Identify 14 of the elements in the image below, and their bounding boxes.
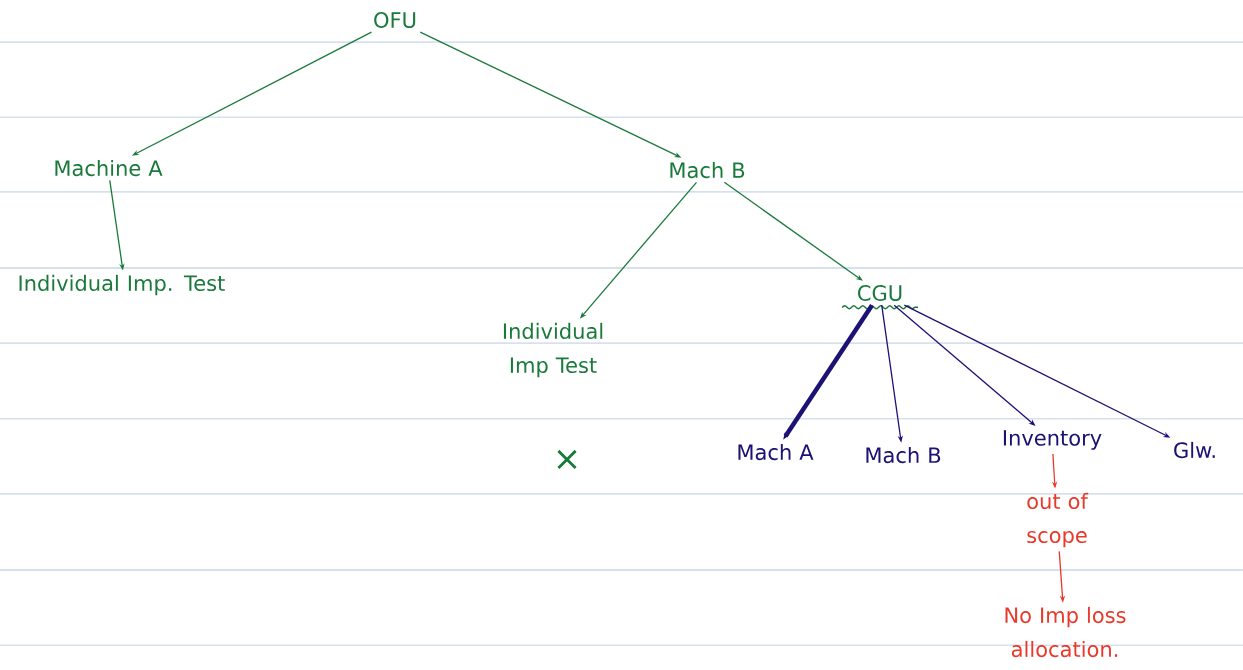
handwritten-label: Mach B xyxy=(866,446,941,464)
arrow xyxy=(723,181,863,281)
handwritten-label: Glw. xyxy=(1174,441,1215,459)
handwritten-label: out of scope xyxy=(1027,492,1089,548)
handwritten-label: Individual Imp Test xyxy=(503,322,603,378)
cross-mark: × xyxy=(557,449,577,470)
handwritten-label: Mach B xyxy=(670,161,745,179)
handwritten-label: Machine A xyxy=(55,159,163,177)
handwritten-label: CGU xyxy=(858,285,902,301)
handwritten-label: Inventory xyxy=(1003,430,1102,450)
handwritten-label: Mach A xyxy=(738,443,814,461)
handwritten-label: Individual Imp. Test xyxy=(19,274,225,296)
handwritten-label: No Imp loss allocation. xyxy=(1005,606,1126,658)
handwritten-label: OFU xyxy=(374,12,416,28)
